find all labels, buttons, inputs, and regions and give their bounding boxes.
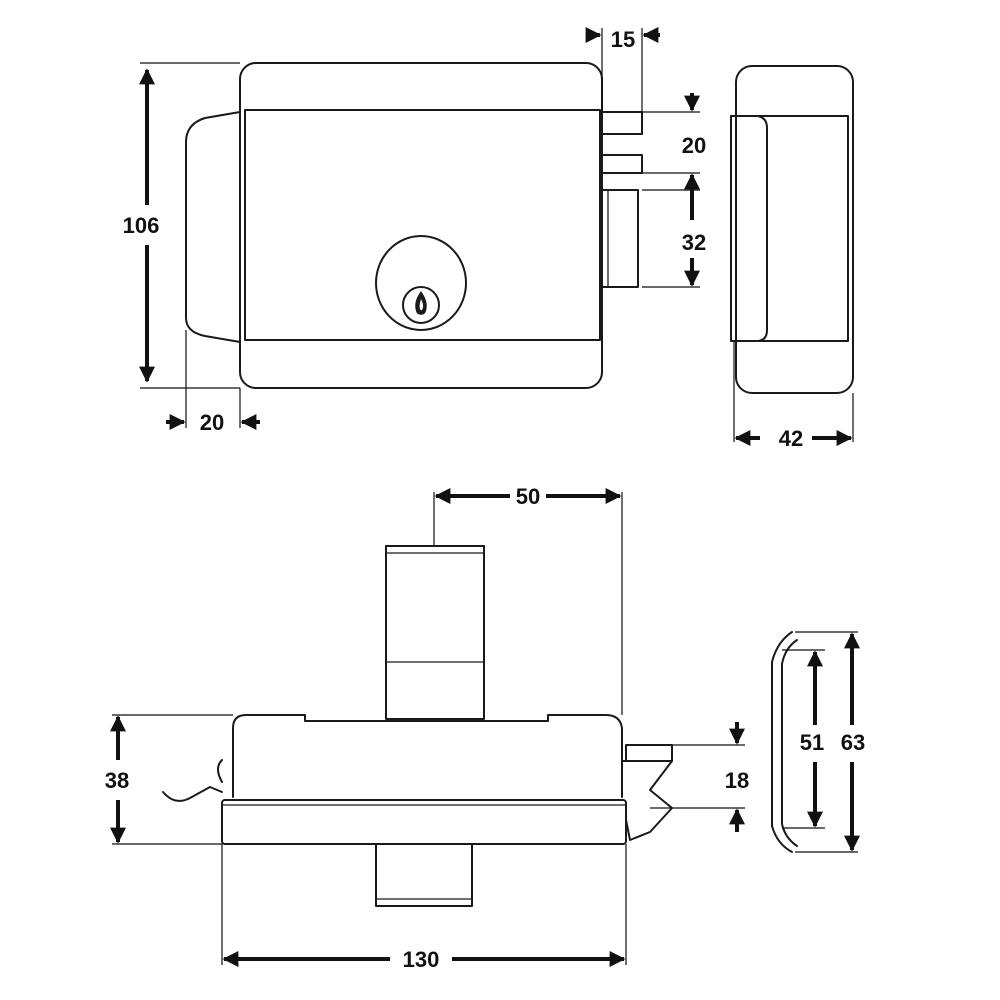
top-main-body: [232, 714, 623, 798]
top-base-plate: [221, 799, 627, 845]
front-cover-plate: [244, 109, 601, 341]
dim-front-height: 106: [123, 213, 160, 238]
top-latch: [625, 744, 673, 762]
dim-latch-height: 32: [682, 230, 706, 255]
top-view: [162, 545, 673, 907]
dim-bolt-gap: 20: [682, 133, 706, 158]
top-view-dimensions: 50 38 18 130: [105, 484, 749, 972]
side-cover: [730, 115, 849, 342]
upper-bolt: [601, 111, 643, 135]
keyhole-ring: [402, 286, 440, 324]
latch-bolt: [601, 189, 639, 288]
top-bolt-block: [385, 545, 485, 720]
side-view: 42: [730, 65, 854, 451]
dim-bolt-throw: 50: [516, 484, 540, 509]
key-cylinder: [375, 235, 467, 331]
dim-front-left-projection: 20: [200, 410, 224, 435]
front-view: [185, 62, 643, 389]
side-body: [735, 65, 854, 394]
dim-keeper-outer: 63: [841, 730, 865, 755]
dim-total-width: 130: [403, 947, 440, 972]
top-lower-bolt: [375, 843, 473, 907]
keeper-view: 51 63: [771, 631, 865, 853]
top-handle: [162, 786, 223, 802]
dim-body-depth: 38: [105, 768, 129, 793]
dim-latch-depth: 18: [725, 768, 749, 793]
front-cylinder-housing: [185, 111, 241, 343]
dim-keeper-inner: 51: [800, 730, 824, 755]
front-view-dimensions: 106 20 15 20 32: [123, 27, 706, 435]
keeper-outline: [771, 631, 798, 853]
dim-bolt-offset: 15: [611, 27, 635, 52]
middle-bolt: [601, 154, 643, 174]
dim-side-depth: 42: [779, 426, 803, 451]
